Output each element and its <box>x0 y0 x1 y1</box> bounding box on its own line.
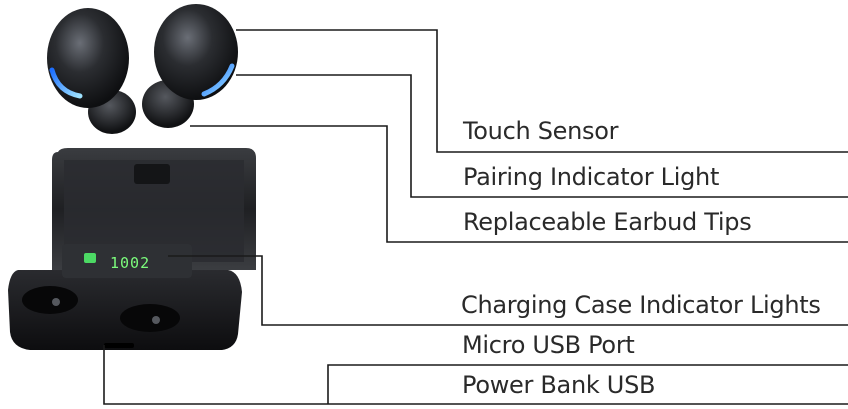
callout-lines <box>103 29 848 405</box>
label-touch-sensor: Touch Sensor <box>463 117 619 145</box>
case-display-panel <box>62 244 192 278</box>
case-indicator-led <box>84 253 96 263</box>
right-earbud <box>142 4 238 128</box>
charging-case: 1002 <box>8 148 256 350</box>
callout-replaceable-tips <box>190 125 848 243</box>
left-cavity <box>22 286 78 314</box>
micro-usb-port <box>104 343 134 348</box>
callout-touch-sensor <box>236 29 848 153</box>
callout-pairing-indicator <box>236 74 848 198</box>
callout-micro-usb <box>327 364 848 404</box>
callout-case-indicator <box>168 255 848 326</box>
lid-notch <box>134 164 170 184</box>
label-pairing-indicator: Pairing Indicator Light <box>463 163 720 191</box>
label-replaceable-tips: Replaceable Earbud Tips <box>463 208 752 236</box>
right-indicator-light <box>201 63 235 97</box>
right-cavity <box>120 304 180 332</box>
case-display-readout: 1002 <box>110 254 150 272</box>
callout-power-bank <box>103 345 848 405</box>
right-earbud-shell <box>154 4 238 100</box>
left-earbud <box>47 8 136 134</box>
label-micro-usb: Micro USB Port <box>462 331 635 359</box>
label-power-bank: Power Bank USB <box>462 371 656 399</box>
left-indicator-light <box>49 67 83 99</box>
left-earbud-shell <box>47 8 129 108</box>
label-case-indicator: Charging Case Indicator Lights <box>461 291 821 319</box>
